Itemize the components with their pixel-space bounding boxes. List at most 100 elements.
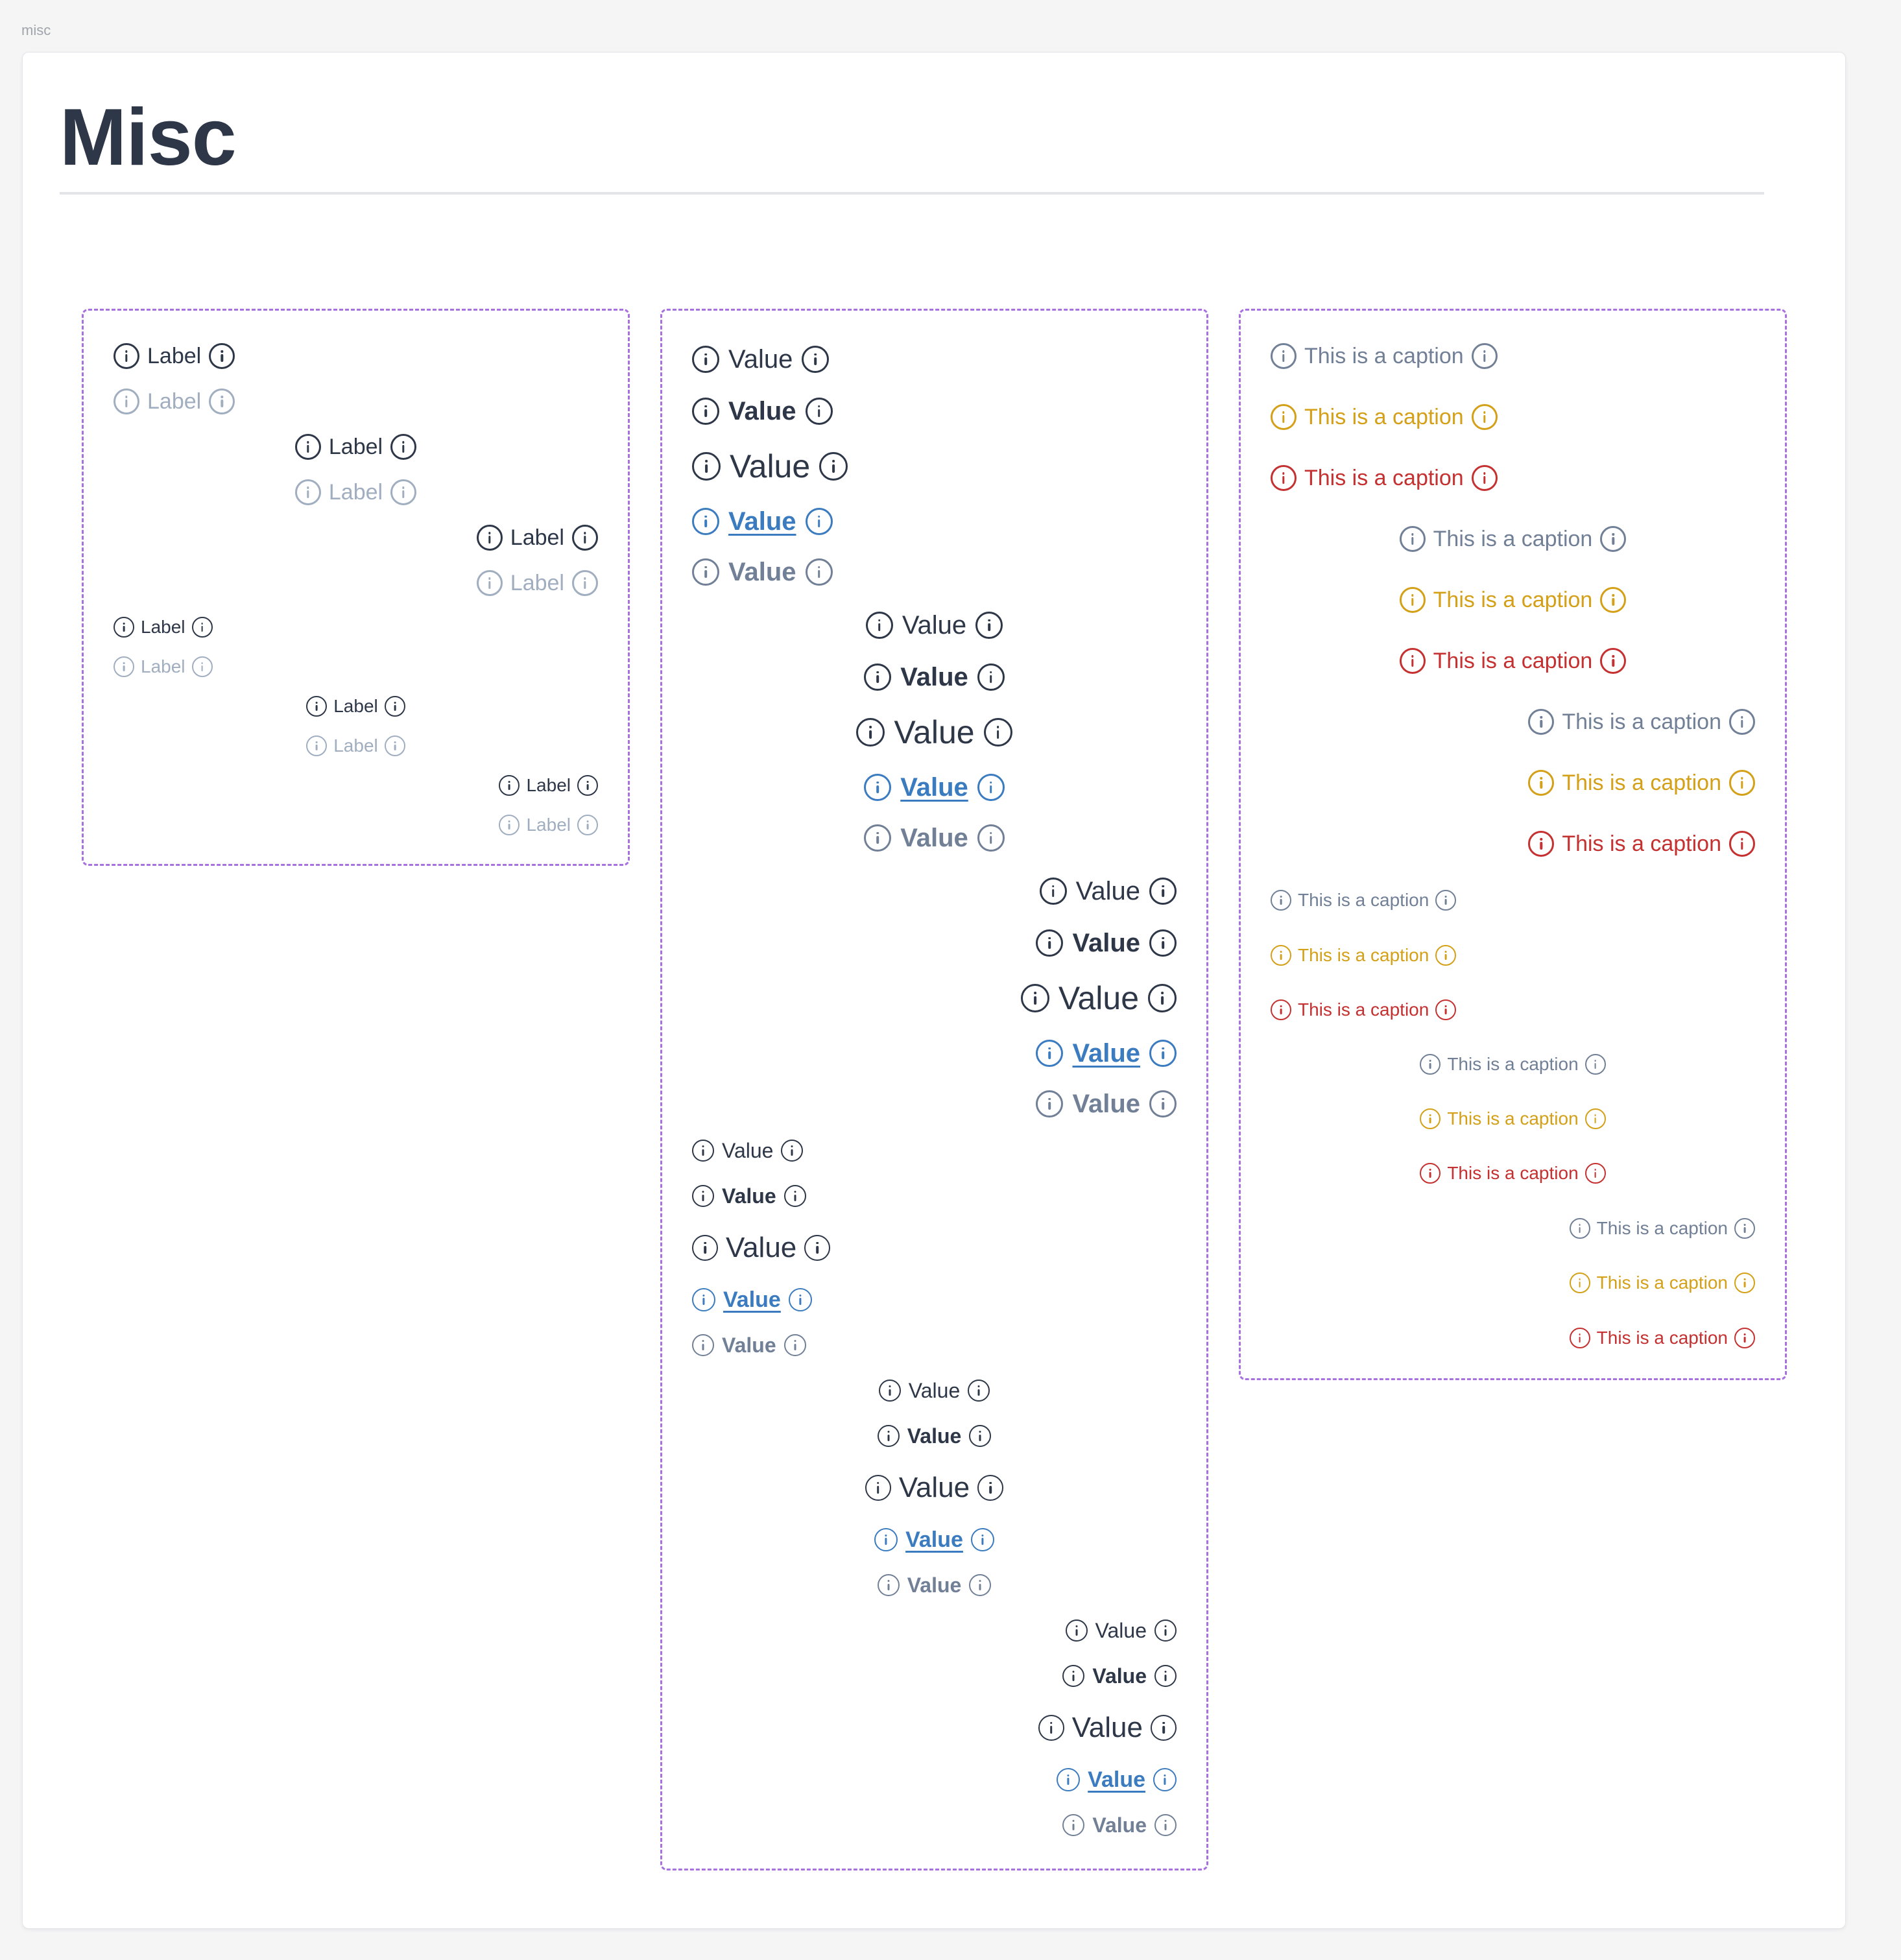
caption-text: This is a caption: [1433, 648, 1593, 673]
value-text[interactable]: Value: [905, 1527, 963, 1552]
value-text[interactable]: Value: [900, 773, 968, 802]
info-icon: [1038, 1714, 1064, 1741]
label-row: Label: [84, 433, 628, 460]
info-icon: [1036, 1090, 1064, 1117]
info-icon: [692, 1139, 714, 1162]
value-text: Value: [1092, 1813, 1147, 1837]
value-text[interactable]: Value: [1088, 1767, 1145, 1792]
info-icon: [819, 452, 848, 481]
info-icon: [692, 1287, 715, 1311]
info-icon: [788, 1287, 812, 1311]
info-icon: [1569, 1327, 1590, 1348]
info-icon: [384, 695, 405, 717]
caption-text: This is a caption: [1298, 999, 1429, 1020]
value-row: Value: [1062, 1664, 1177, 1688]
value-row: Value: [692, 396, 833, 427]
info-icon: [1151, 1714, 1177, 1741]
info-icon: [692, 508, 719, 535]
info-icon: [1154, 1619, 1177, 1642]
info-icon: [294, 433, 321, 460]
info-icon: [1399, 647, 1426, 674]
info-icon: [1734, 1217, 1755, 1239]
caption-row: This is a caption: [1528, 708, 1755, 735]
info-icon: [1149, 1040, 1177, 1067]
label-text: Label: [141, 656, 185, 676]
caption-text: This is a caption: [1433, 587, 1593, 612]
info-icon: [805, 558, 833, 586]
caption-text: This is a caption: [1447, 1053, 1579, 1074]
value-row: Value: [662, 713, 1206, 752]
info-icon: [1039, 878, 1067, 905]
value-text: Value: [898, 1471, 970, 1503]
info-icon: [114, 388, 139, 414]
value-row: Value: [692, 1287, 812, 1313]
value-row: Value: [692, 1184, 806, 1208]
title-divider: [60, 192, 1764, 195]
value-row: Value: [662, 1573, 1206, 1597]
caption-row: This is a caption: [1528, 830, 1755, 857]
info-icon: [877, 1573, 900, 1596]
label-row: Label: [114, 616, 213, 638]
info-icon: [1729, 708, 1755, 735]
info-icon: [977, 774, 1005, 801]
value-row: Value: [692, 447, 848, 486]
info-icon: [864, 663, 892, 691]
info-icon: [1584, 1108, 1606, 1129]
value-text[interactable]: Value: [1072, 1039, 1140, 1068]
value-text: Value: [1072, 929, 1140, 957]
value-text: Value: [900, 663, 968, 691]
value-text[interactable]: Value: [723, 1287, 781, 1312]
caption-text: This is a caption: [1596, 1272, 1728, 1293]
info-icon: [1528, 769, 1555, 796]
info-icon: [1435, 944, 1457, 966]
value-row: Value: [1036, 1038, 1177, 1069]
caption-text: This is a caption: [1304, 404, 1464, 429]
info-icon: [874, 1527, 898, 1551]
info-icon: [977, 1474, 1004, 1501]
info-icon: [1148, 984, 1177, 1012]
caption-row: This is a caption: [1271, 944, 1457, 966]
info-icon: [805, 398, 833, 425]
info-icon: [209, 388, 235, 414]
info-icon: [294, 479, 321, 505]
value-row: Value: [662, 822, 1206, 854]
caption-row: This is a caption: [1569, 1217, 1755, 1239]
caption-text: This is a caption: [1596, 1327, 1728, 1348]
info-icon: [1153, 1767, 1177, 1791]
info-icon: [692, 1333, 714, 1356]
info-icon: [970, 1527, 994, 1551]
info-icon: [1149, 929, 1177, 957]
value-text: Value: [722, 1333, 776, 1357]
label-row: Label: [114, 342, 235, 370]
label-row: Label: [499, 814, 598, 836]
info-icon: [969, 1573, 992, 1596]
info-icon: [1057, 1767, 1081, 1791]
info-icon: [384, 735, 405, 756]
info-icon: [306, 695, 328, 717]
info-icon: [1729, 769, 1755, 796]
info-icon: [114, 616, 134, 638]
info-icon: [781, 1139, 804, 1162]
info-icon: [1420, 1162, 1441, 1184]
caption-text: This is a caption: [1304, 343, 1464, 368]
caption-row: This is a caption: [1569, 1327, 1755, 1349]
info-icon: [1271, 999, 1291, 1020]
value-text: Value: [728, 397, 796, 425]
info-icon: [1020, 984, 1049, 1012]
value-row: Value: [692, 344, 830, 375]
info-icon: [1149, 878, 1177, 905]
info-icon: [1154, 1813, 1177, 1836]
value-text[interactable]: Value: [728, 507, 796, 536]
info-icon: [572, 569, 598, 596]
value-row: Value: [662, 662, 1206, 693]
page-title: Misc: [60, 93, 237, 182]
info-icon: [692, 452, 721, 481]
info-icon: [1435, 889, 1457, 911]
label-text: Label: [333, 695, 378, 716]
content-card: [22, 52, 1846, 1929]
caption-row: This is a caption: [1271, 999, 1457, 1021]
info-icon: [1471, 403, 1498, 430]
info-icon: [1036, 929, 1064, 957]
caption-text: This is a caption: [1298, 889, 1429, 910]
